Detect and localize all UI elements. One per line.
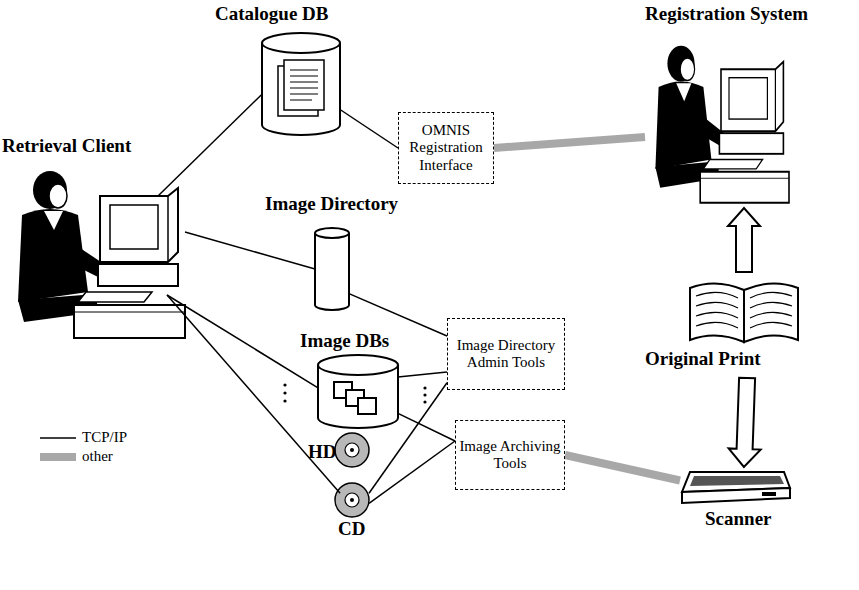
flow-arrow — [729, 378, 761, 467]
figure-area — [645, 35, 790, 205]
database-cylinder: Image Directory — [262, 193, 417, 311]
workstation-figure: Registration System — [640, 3, 859, 208]
disc-symbol: HD — [305, 433, 371, 468]
figure-area — [335, 433, 369, 467]
legend-label: other — [82, 448, 113, 465]
continuation-dots — [283, 383, 426, 403]
continuation-dots — [423, 400, 426, 403]
scanner-figure — [682, 472, 790, 503]
tcpip-link — [369, 441, 455, 503]
legend-label: TCP/IP — [82, 429, 127, 446]
node-title: Image DBs — [300, 330, 389, 353]
legend: TCP/IP other — [38, 428, 127, 466]
process-box: Image Archiving Tools — [455, 420, 565, 490]
tcpip-link — [398, 413, 455, 441]
node-title: CD — [338, 518, 365, 541]
figure-area — [318, 355, 398, 428]
catalogue-cylinder — [284, 60, 324, 110]
continuation-dots — [423, 393, 426, 396]
image-db-cylinder — [318, 355, 398, 428]
flow-arrow — [728, 208, 760, 272]
box-label: OMNIS Registration Interface — [399, 119, 493, 177]
tcpip-link — [185, 232, 315, 269]
cd-disc — [350, 498, 354, 502]
image-directory-cylinder — [315, 228, 349, 238]
node-title: Image Directory — [265, 193, 398, 216]
continuation-dots — [423, 386, 426, 389]
hd-disc — [335, 433, 369, 467]
scanner-figure — [682, 488, 790, 503]
book-figure — [690, 283, 798, 342]
box-label: Image Directory Admin Tools — [448, 334, 564, 375]
cd-disc — [335, 483, 369, 517]
process-box: Image Directory Admin Tools — [447, 318, 565, 390]
node-title: Scanner — [705, 508, 772, 531]
figure-area — [315, 228, 349, 310]
image-directory-cylinder — [315, 228, 349, 310]
figure-area — [335, 483, 369, 517]
workstation-figure: Retrieval Client — [2, 135, 187, 340]
hd-disc — [350, 448, 354, 452]
image-db-cylinder — [358, 398, 376, 414]
book-figure — [696, 292, 738, 328]
node-title: HD — [308, 441, 337, 464]
tcpip-link — [369, 383, 447, 493]
tcpip-link — [167, 295, 340, 493]
other-link — [494, 137, 645, 148]
legend-entry: other — [38, 447, 127, 466]
legend-sample — [38, 451, 78, 463]
figure-area — [262, 33, 340, 135]
database-cylinder: Catalogue DB — [215, 3, 360, 135]
node-title: Catalogue DB — [215, 3, 328, 26]
tcpip-link — [340, 110, 398, 149]
node-title: Original Print — [645, 348, 761, 371]
registration-figure — [655, 46, 789, 203]
tcpip-link — [398, 372, 447, 377]
legend-sample — [38, 432, 78, 444]
scanner-figure — [690, 476, 784, 486]
database-cylinder: Image DBs — [298, 330, 403, 430]
figure-area — [5, 160, 185, 340]
catalogue-cylinder — [290, 70, 318, 100]
cd-disc — [345, 493, 359, 507]
node-title: Retrieval Client — [2, 135, 131, 158]
book-figure — [690, 283, 744, 342]
figure-area — [680, 470, 790, 505]
cd-disc — [335, 483, 369, 517]
tcpip-link — [167, 295, 318, 388]
catalogue-cylinder — [262, 43, 340, 135]
catalogue-cylinder — [262, 33, 340, 53]
box-label: Image Archiving Tools — [456, 435, 564, 476]
process-box: OMNIS Registration Interface — [398, 112, 494, 184]
book-figure — [750, 292, 792, 328]
other-link — [565, 455, 680, 481]
hd-disc — [335, 433, 369, 467]
scanner-figure: Scanner — [680, 470, 790, 533]
scanner-figure — [762, 492, 776, 496]
continuation-dots — [283, 383, 286, 386]
legend-entry: TCP/IP — [38, 428, 127, 447]
tcpip-link — [349, 294, 447, 336]
image-directory-cylinder — [315, 233, 349, 310]
catalogue-cylinder — [262, 33, 340, 135]
retrieval-client-figure — [18, 171, 185, 338]
disc-symbol: CD — [335, 483, 375, 543]
book-figure: Original Print — [640, 275, 805, 375]
continuation-dots — [283, 391, 286, 394]
node-title: Registration System — [645, 3, 808, 26]
legend-swatch — [40, 453, 76, 461]
legend-swatch — [40, 437, 76, 439]
tcpip-link — [158, 94, 262, 196]
figure-area — [688, 275, 800, 345]
hd-disc — [345, 443, 359, 457]
continuation-dots — [283, 399, 286, 402]
book-figure — [744, 283, 798, 342]
image-db-cylinder — [318, 355, 398, 375]
